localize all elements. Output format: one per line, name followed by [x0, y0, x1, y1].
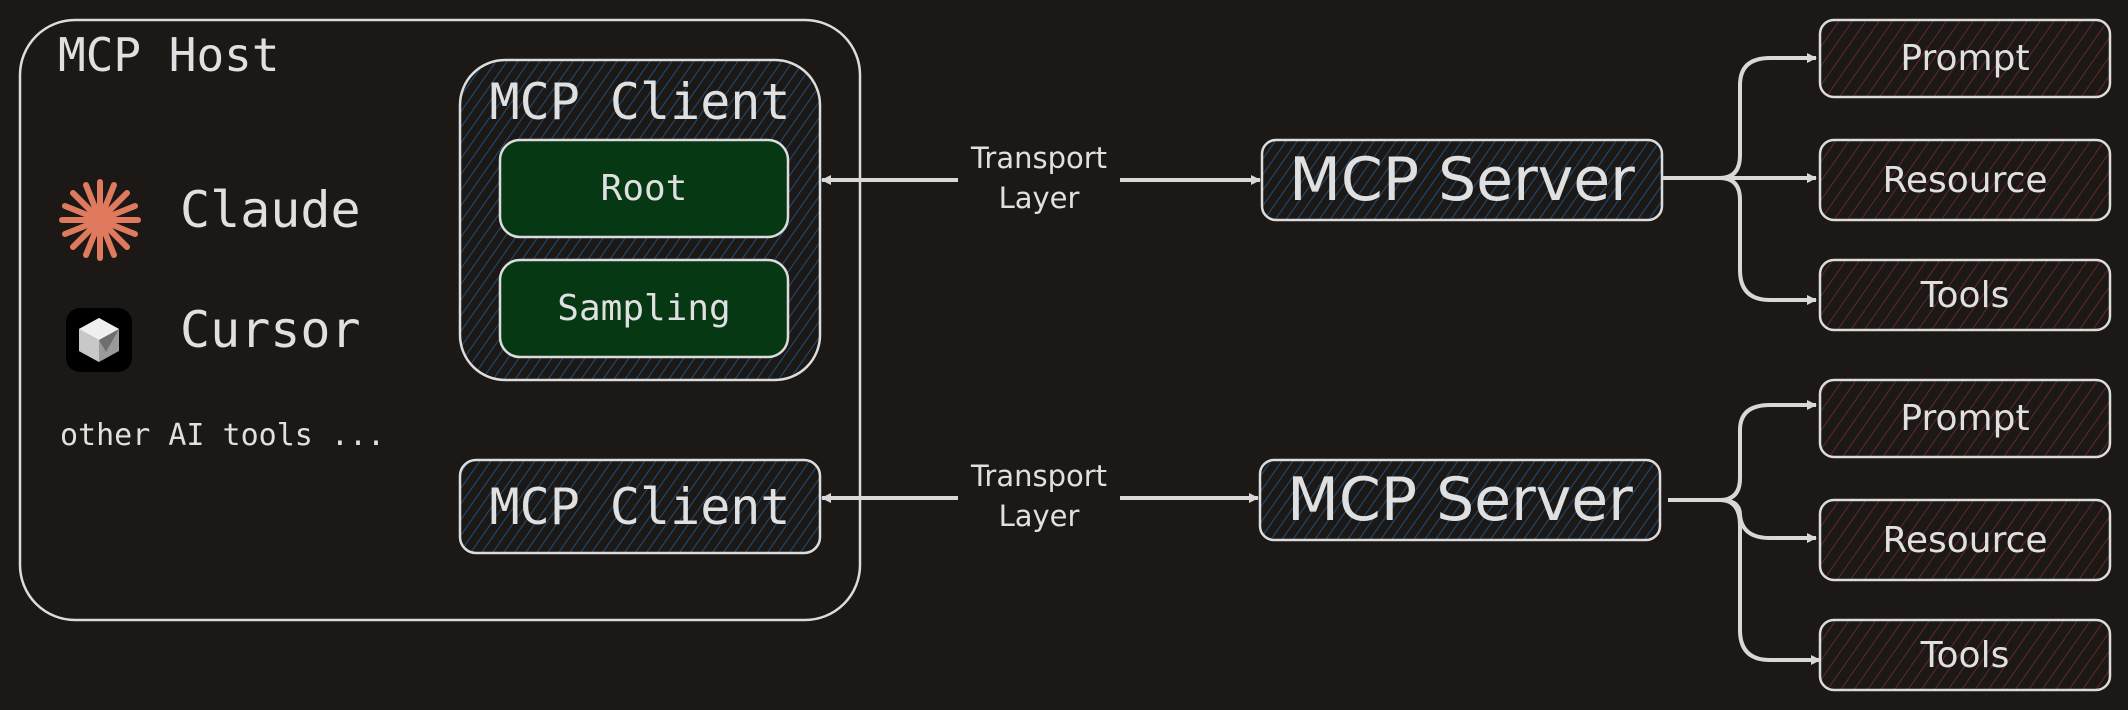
app-label-cursor: Cursor [180, 301, 361, 359]
root-capability-label: Root [600, 168, 688, 209]
resource-box-2 [1818, 498, 2112, 582]
mcp-client-2-box [458, 458, 822, 555]
resource-label-1: Resource [1882, 159, 2048, 201]
mcp-server-1-title: MCP Server [1289, 145, 1635, 215]
transport-line1: Transport [970, 459, 1108, 493]
resource-label-2: Resource [1882, 519, 2048, 561]
mcp-client-2-title: MCP Client [489, 477, 791, 536]
transport-layer-label-2: Transport Layer [960, 456, 1118, 536]
prompt-label-2: Prompt [1900, 398, 2030, 439]
prompt-box-2 [1818, 378, 2112, 459]
server-2-branch-arrows [1668, 400, 1821, 665]
cursor-cube-icon [66, 308, 132, 372]
sampling-capability-label: Sampling [557, 288, 731, 329]
server-1-branch-arrows [1662, 53, 1817, 305]
mcp-host-container [18, 18, 862, 622]
root-capability-box [498, 138, 790, 239]
sampling-capability-box [498, 258, 790, 359]
other-ai-tools-label: other AI tools ... [60, 418, 386, 453]
transport-line2: Layer [998, 499, 1080, 533]
tools-label-2: Tools [1920, 634, 2010, 676]
resource-box-1 [1818, 138, 2112, 222]
transport-layer-label-1: Transport Layer [960, 138, 1118, 218]
tools-box-1 [1818, 258, 2112, 332]
app-label-claude: Claude [180, 181, 361, 239]
transport-line1: Transport [970, 141, 1108, 175]
prompt-label-1: Prompt [1900, 38, 2030, 79]
claude-starburst-icon [59, 179, 141, 261]
prompt-box-1 [1818, 18, 2112, 99]
tools-label-1: Tools [1920, 274, 2010, 316]
mcp-server-2-box [1258, 458, 1662, 542]
transport-line2: Layer [998, 181, 1080, 215]
tools-box-2 [1818, 618, 2112, 692]
mcp-server-2-title: MCP Server [1287, 465, 1633, 535]
mcp-client-1-title: MCP Client [489, 73, 791, 131]
mcp-host-title: MCP Host [58, 28, 280, 82]
